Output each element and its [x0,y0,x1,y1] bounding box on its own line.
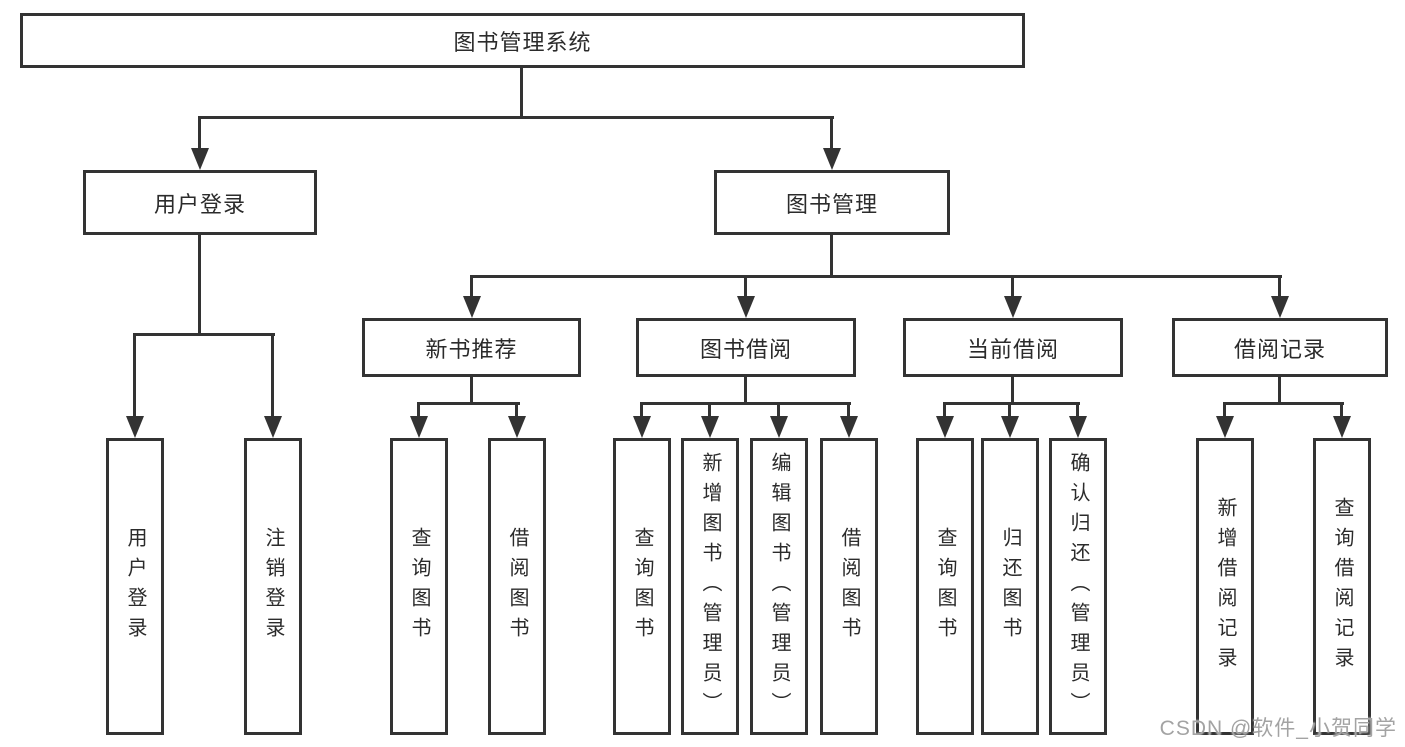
connector-stem [777,405,780,417]
leaf-query-books-current-label: 查询图书 [934,526,956,647]
connector-stem [847,405,850,417]
node-book-management: 图书管理 [714,170,950,235]
node-current-borrow-label: 当前借阅 [966,336,1059,362]
arrow-down-icon [701,416,719,438]
leaf-add-book-admin: 新增图书（管理员） [681,438,739,735]
connector-rail [640,402,851,405]
connector-stem [515,405,518,417]
node-book-borrow-label: 图书借阅 [699,336,792,362]
connector-stem [133,336,136,417]
connector-stem [744,278,747,297]
arrow-down-icon [1271,296,1289,318]
arrow-down-icon [191,148,209,170]
connector-rail [1223,402,1344,405]
connector-stem [1011,278,1014,297]
connector-stem [830,235,833,278]
connector-stem [417,405,420,417]
connector-stem [198,235,201,336]
connector-stem [1340,405,1343,417]
connector-stem [943,405,946,417]
connector-stem [1008,405,1011,417]
arrow-down-icon [633,416,651,438]
arrow-down-icon [1333,416,1351,438]
arrow-down-icon [264,416,282,438]
leaf-user-login-label: 用户登录 [124,526,146,647]
arrow-down-icon [1069,416,1087,438]
leaf-query-books-recommend-label: 查询图书 [408,526,430,647]
arrow-down-icon [126,416,144,438]
connector-rail [417,402,520,405]
connector-stem [640,405,643,417]
arrow-down-icon [840,416,858,438]
node-current-borrow: 当前借阅 [903,318,1123,377]
leaf-query-borrow-record-label: 查询借阅记录 [1331,496,1353,677]
leaf-borrow-books-recommend: 借阅图书 [488,438,546,735]
leaf-return-book-label: 归还图书 [999,526,1021,647]
leaf-borrow-books-recommend-label: 借阅图书 [506,526,528,647]
arrow-down-icon [508,416,526,438]
leaf-confirm-return-admin-label: 确认归还（管理员） [1067,451,1089,722]
leaf-query-books-current: 查询图书 [916,438,974,735]
node-book-borrow: 图书借阅 [636,318,856,377]
connector-root-stem [520,68,523,117]
watermark-text: CSDN @软件_小贺同学 [1159,717,1397,740]
node-new-book-recommend-label: 新书推荐 [425,336,518,362]
leaf-logout-label: 注销登录 [262,526,284,647]
connector-stem [1076,405,1079,417]
arrow-down-icon [1216,416,1234,438]
connector-stem [708,405,711,417]
connector-rail [943,402,1080,405]
connector-stem [1278,278,1281,297]
arrow-down-icon [1004,296,1022,318]
leaf-query-books-recommend: 查询图书 [390,438,448,735]
connector-stem [1223,405,1226,417]
node-user-login: 用户登录 [83,170,317,235]
leaf-add-book-admin-label: 新增图书（管理员） [699,451,721,722]
connector-root-rail [198,116,834,119]
connector-stem [470,278,473,297]
connector-rail [133,333,275,336]
node-root-label: 图书管理系统 [453,29,592,55]
leaf-return-book: 归还图书 [981,438,1039,735]
connector-stem [830,119,833,149]
arrow-down-icon [936,416,954,438]
connector-stem [198,119,201,149]
leaf-add-borrow-record: 新增借阅记录 [1196,438,1254,735]
leaf-confirm-return-admin: 确认归还（管理员） [1049,438,1107,735]
leaf-query-books-borrow-label: 查询图书 [631,526,653,647]
arrow-down-icon [463,296,481,318]
leaf-logout: 注销登录 [244,438,302,735]
leaf-query-books-borrow: 查询图书 [613,438,671,735]
node-new-book-recommend: 新书推荐 [362,318,581,377]
arrow-down-icon [737,296,755,318]
leaf-add-borrow-record-label: 新增借阅记录 [1214,496,1236,677]
connector-stem [470,377,473,404]
connector-stem [1278,377,1281,404]
node-borrow-records-label: 借阅记录 [1233,336,1326,362]
connector-stem [744,377,747,404]
leaf-edit-book-admin-label: 编辑图书（管理员） [768,451,790,722]
connector-stem [1011,377,1014,404]
connector-rail [470,275,1282,278]
node-user-login-label: 用户登录 [153,191,246,217]
leaf-user-login: 用户登录 [106,438,164,735]
leaf-query-borrow-record: 查询借阅记录 [1313,438,1371,735]
connector-stem [271,336,274,417]
leaf-borrow-books-label: 借阅图书 [838,526,860,647]
node-book-management-label: 图书管理 [785,191,878,217]
arrow-down-icon [823,148,841,170]
arrow-down-icon [1001,416,1019,438]
node-root: 图书管理系统 [20,13,1025,68]
leaf-borrow-books: 借阅图书 [820,438,878,735]
arrow-down-icon [770,416,788,438]
node-borrow-records: 借阅记录 [1172,318,1388,377]
arrow-down-icon [410,416,428,438]
leaf-edit-book-admin: 编辑图书（管理员） [750,438,808,735]
